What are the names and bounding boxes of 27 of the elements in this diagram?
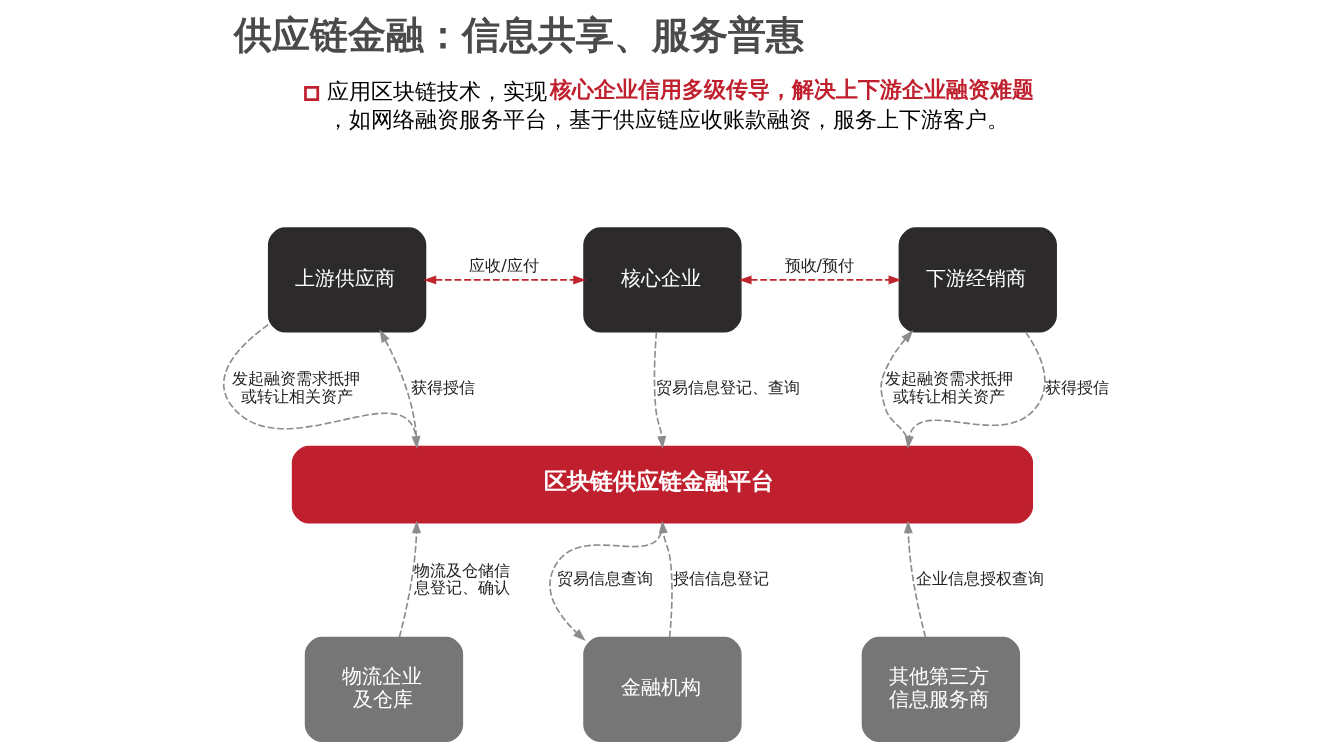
edge-label: 授信信息登记 (673, 569, 770, 589)
node-box: 其他第三方信息服务商 (861, 636, 1021, 742)
diagram-title: 供应链金融：信息共享、服务普惠 (234, 13, 805, 58)
edge-label: 应收/应付 (469, 256, 539, 276)
arrow (398, 520, 422, 639)
node-box: 物流企业及仓库 (304, 636, 464, 742)
arrow (379, 329, 418, 448)
label: 应用区块链技术，实现核心企业信用多级传导，解决上下游企业融资难题，如网络融资服务平台，基于供应链应收账款融资，服务上下游客户。 (326, 77, 1035, 133)
arrow (423, 275, 587, 285)
edge-label: 获得授信 (1044, 378, 1109, 398)
edge-label: 贸易信息查询 (557, 569, 654, 589)
edge-label: 发起融资需求抵押或转让相关资产 (884, 369, 1013, 407)
edge-label: 获得授信 (411, 378, 476, 398)
arrow (222, 323, 421, 449)
edge-label: 发起融资需求抵押或转让相关资产 (232, 369, 361, 407)
node-box: 下游经销商 (898, 227, 1057, 333)
arrow (658, 520, 673, 639)
edge-label: 预收/预付 (784, 256, 855, 276)
edge-label: 物流及仓储信息登记、确认 (413, 560, 510, 598)
arrow (903, 520, 927, 639)
arrow (738, 275, 902, 285)
node-box: 金融机构 (583, 636, 742, 742)
node-box: 上游供应商 (267, 227, 427, 333)
arrow (653, 331, 667, 449)
edge-label: 贸易信息登记、查询 (655, 378, 800, 398)
edge-label: 企业信息授权查询 (916, 569, 1045, 589)
node-box: 核心企业 (583, 227, 742, 333)
